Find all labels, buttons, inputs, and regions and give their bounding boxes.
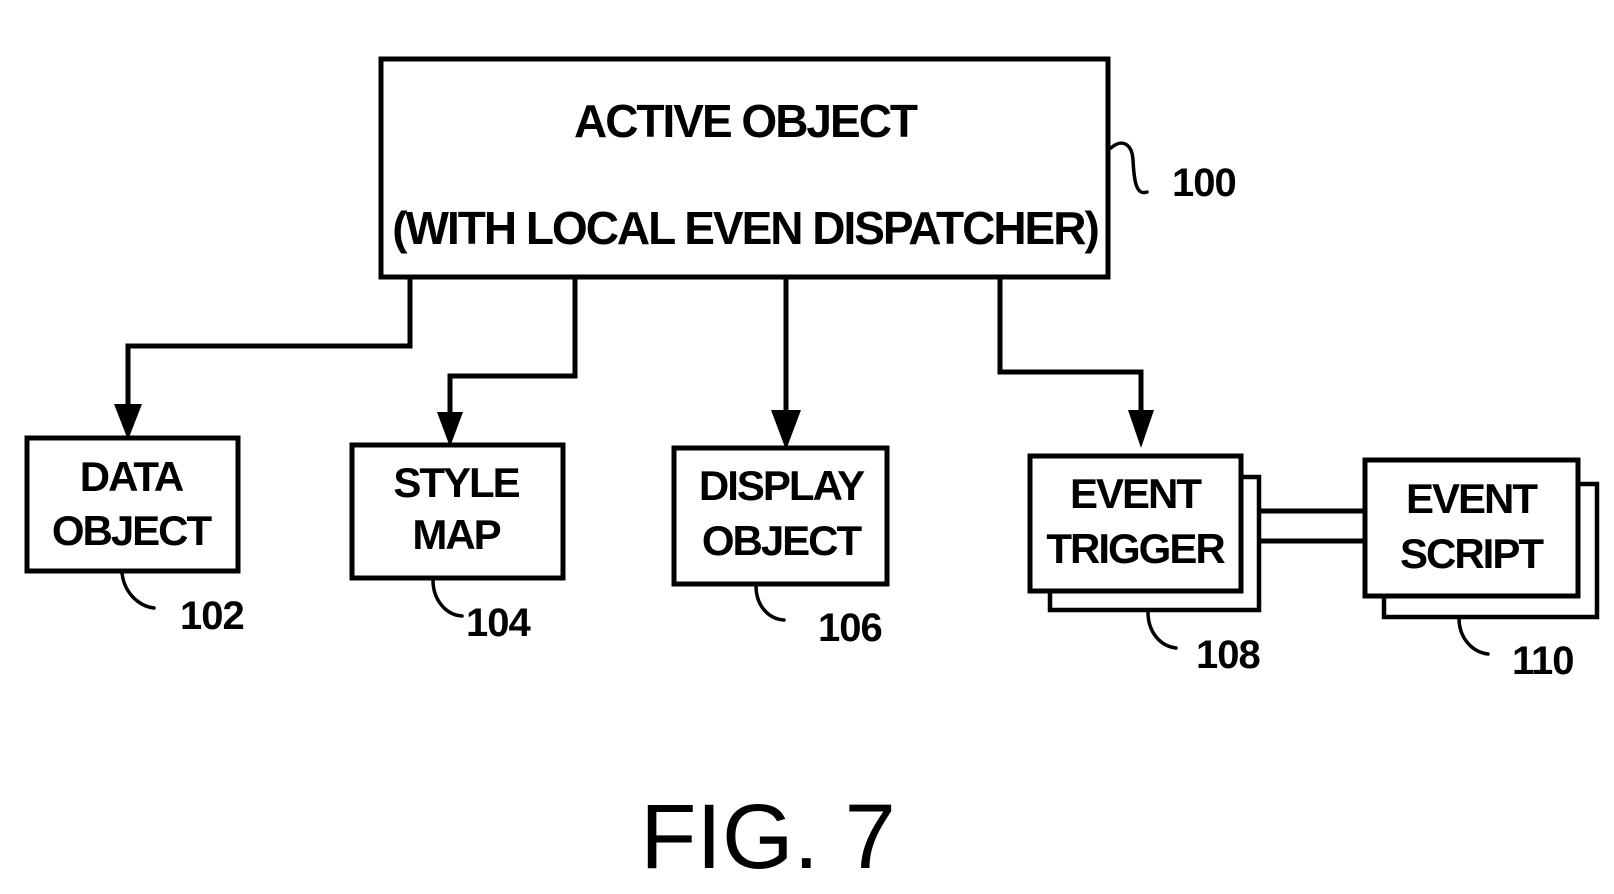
node-event-script: EVENT SCRIPT <box>1362 457 1600 620</box>
style-map-line1: STYLE <box>393 459 519 506</box>
display-object-line2: OBJECT <box>702 517 863 564</box>
figure-caption: FIG. 7 <box>640 786 896 888</box>
active-object-box <box>378 56 1111 280</box>
edge-active-to-style-map <box>447 277 578 416</box>
event-script-line2: SCRIPT <box>1400 530 1544 577</box>
node-event-trigger: EVENT TRIGGER <box>1027 453 1262 613</box>
edge-active-to-event-trigger <box>997 277 1144 414</box>
ref-102-leader <box>120 571 156 610</box>
data-object-line1: DATA <box>80 453 184 500</box>
event-trigger-box <box>1027 453 1244 594</box>
arrowhead-data-object <box>114 404 142 440</box>
event-script-line1: EVENT <box>1406 475 1538 522</box>
node-style-map: STYLE MAP <box>349 442 566 581</box>
arrowhead-style-map <box>437 412 463 447</box>
ref-108-leader <box>1146 610 1178 650</box>
event-trigger-line1: EVENT <box>1070 470 1202 517</box>
ref-110-leader <box>1457 616 1490 656</box>
ref-106: 106 <box>818 606 882 650</box>
ref-100: 100 <box>1172 161 1236 205</box>
active-object-subtitle: (WITH LOCAL EVEN DISPATCHER) <box>392 202 1098 254</box>
event-script-box <box>1362 457 1581 599</box>
edge-active-to-data-object <box>125 277 413 408</box>
active-object-title: ACTIVE OBJECT <box>574 95 918 147</box>
ref-104-leader <box>431 578 464 618</box>
arrowhead-display-object <box>771 410 801 450</box>
ref-100-leader <box>1109 141 1149 195</box>
ref-110: 110 <box>1512 639 1574 683</box>
ref-108: 108 <box>1196 633 1260 677</box>
style-map-box <box>349 442 566 581</box>
node-data-object: DATA OBJECT <box>24 435 241 574</box>
node-display-object: DISPLAY OBJECT <box>671 445 890 587</box>
display-object-box <box>671 445 890 587</box>
arrowhead-event-trigger <box>1128 410 1154 448</box>
data-object-line2: OBJECT <box>52 507 213 554</box>
event-trigger-line2: TRIGGER <box>1046 525 1225 572</box>
display-object-line1: DISPLAY <box>699 462 865 509</box>
ref-102: 102 <box>180 594 244 638</box>
ref-104: 104 <box>466 601 531 645</box>
style-map-line2: MAP <box>412 511 500 558</box>
node-active-object: ACTIVE OBJECT (WITH LOCAL EVEN DISPATCHE… <box>378 56 1111 280</box>
ref-106-leader <box>754 584 786 622</box>
data-object-box <box>24 435 241 574</box>
